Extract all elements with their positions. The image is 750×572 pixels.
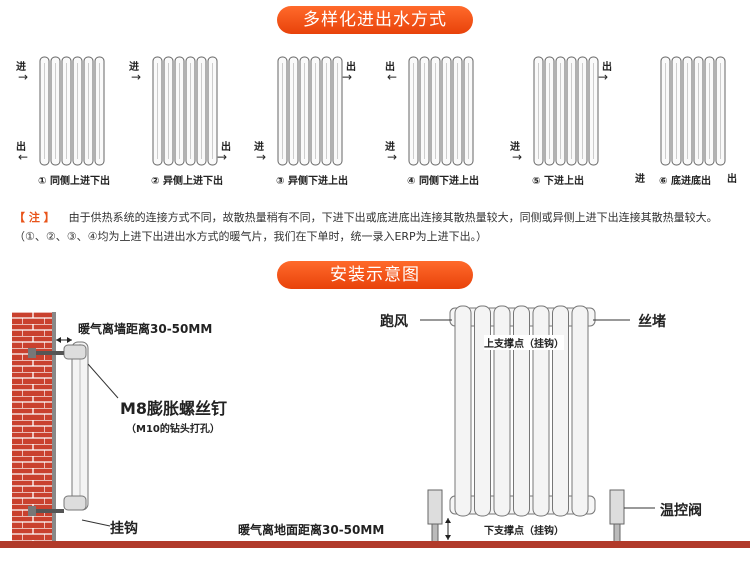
radiator-method-4 <box>405 55 475 167</box>
label-out-2-138: 出 <box>221 142 231 153</box>
note-tag: 【 注 】 <box>14 211 55 224</box>
label-out-4-58: 出 <box>385 62 395 73</box>
label-vent: 跑风 <box>380 314 408 330</box>
radiator-method-3 <box>274 55 344 167</box>
flow-arrow-icon: → <box>598 70 609 84</box>
flow-arrow-icon: ← <box>387 70 398 84</box>
method-caption-6: ⑥ 底进底出 <box>659 176 711 187</box>
label-valve: 温控阀 <box>660 503 702 519</box>
section-title-water-methods: 多样化进出水方式 <box>277 6 473 34</box>
flow-arrow-icon: → <box>512 150 523 164</box>
label-in-4-138: 进 <box>385 142 395 153</box>
label-out-3-58: 出 <box>346 62 356 73</box>
method-caption-4: ④ 同侧下进上出 <box>407 176 479 187</box>
label-out-1-138: 出 <box>16 142 26 153</box>
label-upper-support: 上支撑点（挂钩） <box>484 335 564 350</box>
label-wall-distance: 暖气离墙距离30-50MM <box>78 322 213 336</box>
flow-arrow-icon: → <box>131 70 142 84</box>
method-caption-3: ③ 异侧下进上出 <box>276 176 348 187</box>
method-caption-1: ① 同侧上进下出 <box>38 176 110 187</box>
radiator-method-1 <box>36 55 106 167</box>
radiator-tube <box>532 305 550 517</box>
radiator-method-6 <box>657 55 727 167</box>
label-in-3-138: 进 <box>254 142 264 153</box>
label-in-2-58: 进 <box>129 62 139 73</box>
bolt-bottom <box>28 506 64 516</box>
bolt-top <box>28 348 64 358</box>
note: 【 注 】由于供热系统的连接方式不同，故散热量稍有不同，下进下出或底进底出连接其… <box>14 208 736 246</box>
valve-right <box>609 489 625 543</box>
label-lower-support: 下支撑点（挂钩） <box>484 522 564 537</box>
radiator-tube <box>454 305 472 517</box>
label-bolt: M8膨胀螺丝钉 <box>120 399 228 418</box>
method-caption-2: ② 异侧上进下出 <box>151 176 223 187</box>
label-in-6: 进 <box>635 174 645 185</box>
radiator-tube <box>493 305 511 517</box>
flow-arrow-icon: → <box>342 70 353 84</box>
method-caption-5: ⑤ 下进上出 <box>532 176 584 187</box>
label-in-1-58: 进 <box>16 62 26 73</box>
label-floor-distance: 暖气离地面距离30-50MM <box>238 523 385 537</box>
valve-left <box>427 489 443 543</box>
section-title-install: 安装示意图 <box>277 261 473 289</box>
note-text: 由于供热系统的连接方式不同，故散热量稍有不同，下进下出或底进底出连接其散热量较大… <box>14 211 718 243</box>
flow-arrow-icon: → <box>387 150 398 164</box>
flow-arrow-icon: → <box>217 150 228 164</box>
label-out-5-58: 出 <box>602 62 612 73</box>
radiator-tube <box>571 305 589 517</box>
label-bolt-note: （M10的钻头打孔） <box>126 424 220 435</box>
radiator-method-5 <box>530 55 600 167</box>
radiator-tube <box>552 305 569 517</box>
label-plug: 丝堵 <box>638 314 666 330</box>
flow-arrow-icon: ← <box>18 150 29 164</box>
flow-arrow-icon: → <box>18 70 29 84</box>
label-out-6: 出 <box>727 174 737 185</box>
radiator-tube <box>513 305 530 517</box>
flow-arrow-icon: → <box>256 150 267 164</box>
radiator-tube <box>474 305 491 517</box>
radiator-method-2 <box>149 55 219 167</box>
label-hook: 挂钩 <box>110 521 138 537</box>
label-in-5-138: 进 <box>510 142 520 153</box>
